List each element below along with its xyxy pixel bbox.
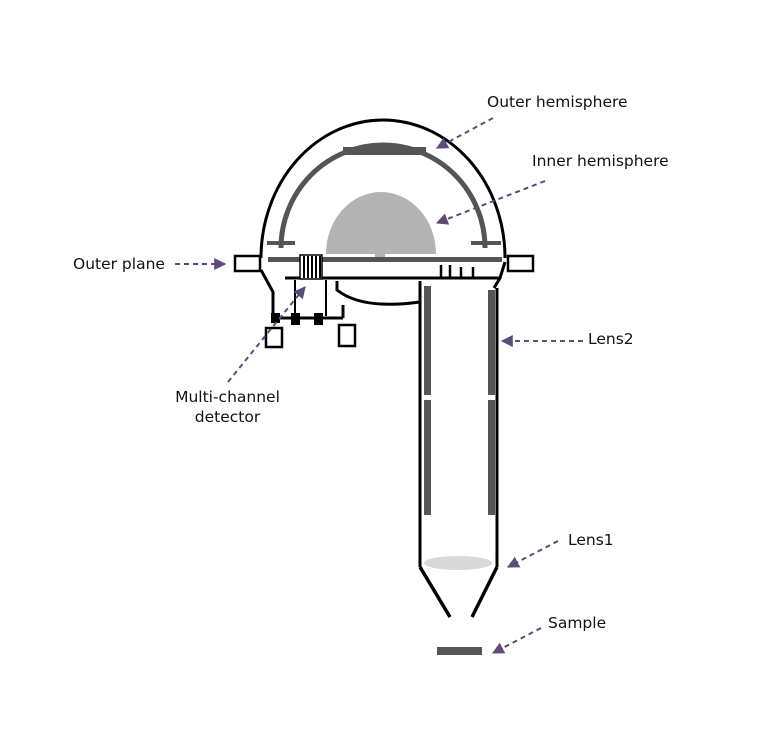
label-outer-plane: Outer plane [73, 255, 165, 273]
feedthrough-block-2 [291, 313, 300, 325]
middle-arc [278, 142, 488, 249]
lens1-disk [424, 556, 492, 570]
left-port-box [264, 326, 284, 349]
label-inner-hemisphere: Inner hemisphere [532, 152, 669, 170]
detector-stripes [303, 256, 321, 278]
feedthrough-block-1 [271, 313, 280, 323]
funnel-right [470, 566, 499, 618]
right-chamber-wall [492, 261, 507, 289]
lens2-electrode-left [424, 286, 431, 395]
label-outer-hemisphere: Outer hemisphere [487, 93, 628, 111]
outer-plane-bar [268, 257, 502, 262]
right-flange [506, 254, 535, 273]
inner-hemisphere [326, 192, 436, 254]
left-flange [233, 254, 262, 273]
sample [437, 647, 482, 655]
lower-electrode-right [488, 400, 495, 515]
label-multichannel-line1: Multi-channel [175, 388, 280, 406]
outer-hemisphere-electrode [343, 147, 426, 155]
entrance-funnel [335, 281, 422, 306]
label-lens2: Lens2 [588, 330, 634, 348]
label-sample: Sample [548, 614, 607, 632]
lower-electrode-left [424, 400, 431, 515]
label-lens1: Lens1 [568, 531, 614, 549]
left-upper-bar [267, 241, 295, 245]
inner-hemisphere-stem [375, 253, 385, 259]
arrow-outer-hemisphere [435, 117, 494, 149]
label-multichannel-detector: Multi-channel detector [165, 387, 290, 427]
label-multichannel-line2: detector [194, 408, 261, 426]
arrow-lens1 [506, 540, 559, 568]
funnel-left [418, 566, 452, 618]
arrow-multichannel [227, 286, 306, 383]
arrow-sample [491, 627, 542, 654]
right-upper-bar [471, 241, 501, 245]
feedthrough-block-3 [314, 313, 323, 325]
right-port-box [337, 323, 357, 348]
arrow-inner-hemisphere [435, 180, 546, 225]
left-chamber-wall [259, 269, 275, 318]
lens2-electrode-right [488, 290, 495, 395]
chamber-dome [259, 118, 507, 259]
